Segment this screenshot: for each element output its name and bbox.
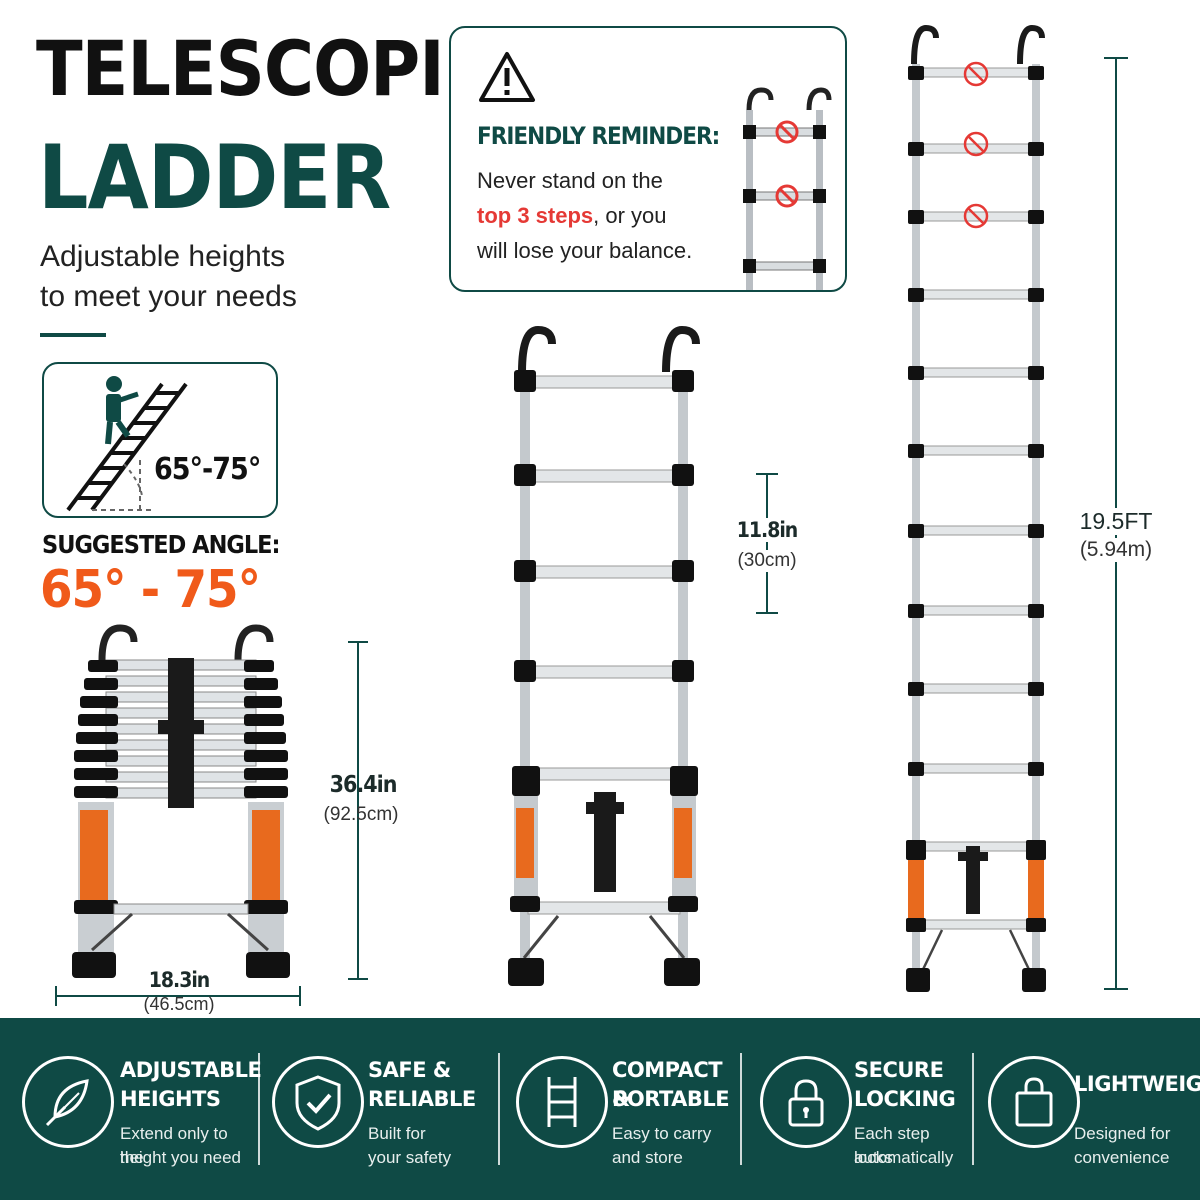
step-spacing-metric: (30cm) [712,550,822,572]
feature-desc-line-1: Built for [368,1124,426,1143]
collapsed-height-cap-bottom [348,978,368,980]
reminder-text-line-3: will lose your balance. [477,238,693,263]
feature-divider [740,1053,742,1165]
reminder-text-line-1: Never stand on the [477,168,663,193]
full-height-cap-top [1104,57,1128,59]
shopping-bag-icon [988,1056,1080,1148]
feature-desc-line-1: Each step locks [854,1124,930,1167]
feature-desc-line-1: Designed for [1074,1124,1171,1143]
feature-desc-line-2: your safety [368,1148,452,1167]
width-cap-right [299,986,301,1006]
reminder-card: FRIENDLY REMINDER: Never stand on the to… [449,26,847,292]
feature-divider [498,1053,500,1165]
subtitle-line-1: Adjustable heights [40,240,286,273]
reminder-text-line-2: top 3 steps, or you [477,203,667,229]
collapsed-height-value: 36.4in [329,772,398,798]
feature-divider [258,1053,260,1165]
collapsed-height-metric: (92.5cm) [323,804,399,825]
angle-card: 65°-75° [42,362,278,518]
feature-title-line-1: ADJUSTABLE [120,1058,262,1082]
width-metric: (46.5cm) [143,994,215,1014]
partially-extended-ladder-image [508,325,700,986]
feature-title-line-1: LIGHTWEIGHT [1074,1072,1200,1096]
feature-desc-line-1: Extend only to the [120,1124,228,1167]
feature-desc-line-2: convenience [1074,1148,1170,1167]
feature-lightweight: LIGHTWEIGHT Designed for convenience [988,1018,1200,1200]
feature-compact-portable: COMPACT & PORTABLE Easy to carry and sto… [516,1018,738,1200]
shield-check-icon [272,1056,364,1148]
angle-icon-label: 65°-75° [154,452,261,487]
feather-icon [22,1056,114,1148]
ladder-icon [516,1056,608,1148]
collapsed-height-line [357,642,359,980]
full-height-metric: (5.94m) [1060,538,1172,562]
step-spacing-cap-bottom [756,612,778,614]
top-steps-ladder-illustration [743,87,832,290]
step-spacing-cap-top [756,473,778,475]
step-spacing-line [766,474,768,614]
suggested-angle-value: 65° - 75° [40,560,261,620]
width-value: 18.3in [132,968,226,992]
feature-desc-line-2: height you need [120,1148,241,1167]
feature-title-line-2: PORTABLE [612,1087,730,1111]
reminder-highlight: top 3 steps [477,203,594,228]
width-line [56,995,300,997]
padlock-icon [760,1056,852,1148]
feature-divider [972,1053,974,1165]
warning-triangle-icon [479,52,535,102]
feature-adjustable-heights: ADJUSTABLE HEIGHTS Extend only to the he… [22,1018,262,1200]
collapsed-height-cap-top [348,641,368,643]
feature-title-line-1: COMPACT & [612,1058,723,1111]
feature-desc-line-1: Easy to carry [612,1124,712,1143]
reminder-heading: FRIENDLY REMINDER: [477,122,720,150]
title-underline [40,333,106,337]
climbing-ladder-angle-icon [66,376,188,512]
subtitle-line-2: to meet your needs [40,280,297,313]
features-bar: ADJUSTABLE HEIGHTS Extend only to the he… [0,1018,1200,1200]
feature-title-line-2: HEIGHTS [120,1087,221,1111]
reminder-text-after: , or you [593,203,667,228]
fully-extended-ladder-image [906,24,1046,992]
feature-title-line-1: SECURE [854,1058,944,1082]
collapsed-ladder-image [72,624,290,978]
feature-desc-line-2: and store [612,1148,683,1167]
feature-title-line-1: SAFE & [368,1058,451,1082]
step-spacing-value: 11.8in [720,518,814,542]
title-line-2: LADDER [38,126,391,229]
width-cap-left [55,986,57,1006]
feature-secure-locking: SECURE LOCKING Each step locks automatic… [760,1018,970,1200]
feature-desc-line-2: automatically [854,1148,954,1167]
full-height-cap-bottom [1104,988,1128,990]
suggested-angle-heading: SUGGESTED ANGLE: [42,530,281,559]
feature-title-line-2: LOCKING [854,1087,956,1111]
feature-title-line-2: RELIABLE [368,1087,476,1111]
full-height-value: 19.5FT [1064,508,1168,535]
feature-safe-reliable: SAFE & RELIABLE Built for your safety [272,1018,492,1200]
